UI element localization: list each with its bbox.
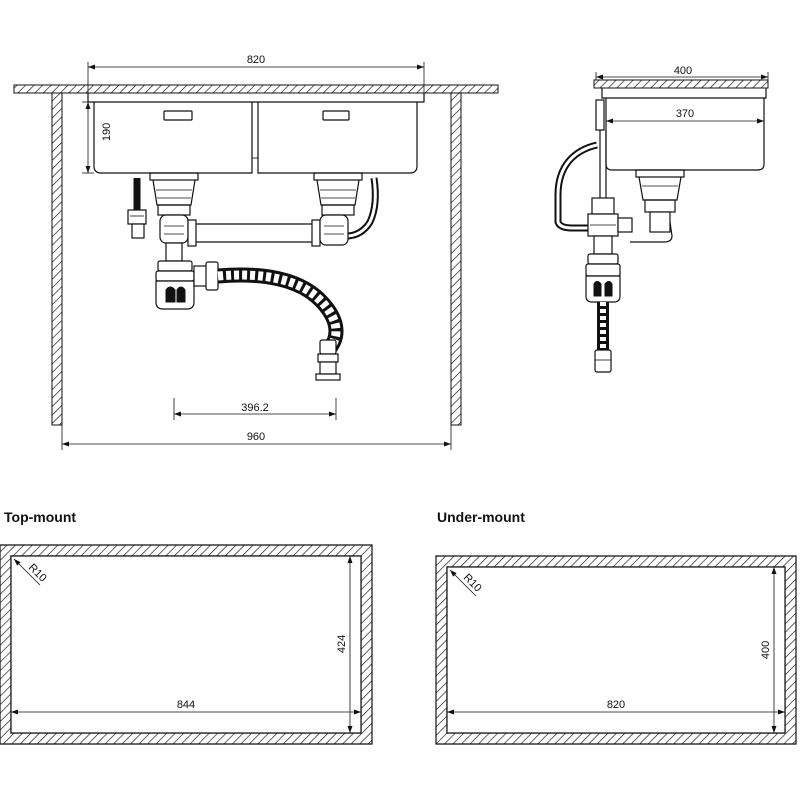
side-view: 400 370 <box>554 65 769 373</box>
cabinet-wall-left <box>51 92 63 426</box>
under-mount-width-label: 820 <box>607 699 625 711</box>
overflow-riser <box>595 99 605 131</box>
cabinet-width-label: 960 <box>247 431 265 443</box>
side-hose-end <box>594 349 612 373</box>
top-mount-heading: Top-mount <box>4 509 76 525</box>
top-mount-width-label: 844 <box>177 699 195 711</box>
under-mount-depth-label: 400 <box>760 641 772 659</box>
side-bottle-trap <box>585 253 621 303</box>
bottle-trap <box>155 260 219 310</box>
drain-left <box>149 172 199 216</box>
drain-right <box>313 172 363 216</box>
dimension-overall-depth: 400 <box>595 65 769 80</box>
bowl-depth-label: 190 <box>101 123 113 141</box>
right-trap-body <box>319 214 349 246</box>
top-mount-depth-label: 424 <box>336 635 348 653</box>
dimension-drain-offset: 396.2 <box>173 398 337 420</box>
countertop <box>13 84 499 94</box>
drain-offset-label: 396.2 <box>241 402 269 414</box>
dimension-inner-depth: 370 <box>605 108 764 126</box>
bowl-width-label: 820 <box>247 54 265 66</box>
side-valve-cluster <box>587 197 633 255</box>
overflow-slot-right <box>322 110 350 121</box>
dimension-cabinet-width: 960 <box>61 425 452 450</box>
waste-hose <box>217 267 344 353</box>
under-mount-diagram: Under-mount R10 820 400 <box>435 509 797 745</box>
down-pipe <box>165 242 183 262</box>
overall-depth-label: 400 <box>674 65 692 77</box>
cabinet-wall-right <box>450 92 462 426</box>
top-mount-diagram: Top-mount R10 844 424 <box>0 509 373 745</box>
side-drain <box>630 169 685 243</box>
countertop-side <box>593 79 769 89</box>
dimension-bowl-width: 820 <box>87 54 425 93</box>
inner-depth-label: 370 <box>676 108 694 120</box>
left-trap-body <box>159 214 189 244</box>
overflow-hose-right <box>347 177 379 240</box>
connector-pipe <box>187 219 321 247</box>
sink-body <box>87 93 425 174</box>
dimension-bowl-depth: 190 <box>82 101 113 174</box>
left-valve <box>127 209 147 239</box>
overflow-slot-left <box>163 110 193 121</box>
hose-end <box>315 339 341 381</box>
front-view: 820 190 396.2 960 <box>13 54 499 450</box>
under-mount-heading: Under-mount <box>437 509 525 525</box>
